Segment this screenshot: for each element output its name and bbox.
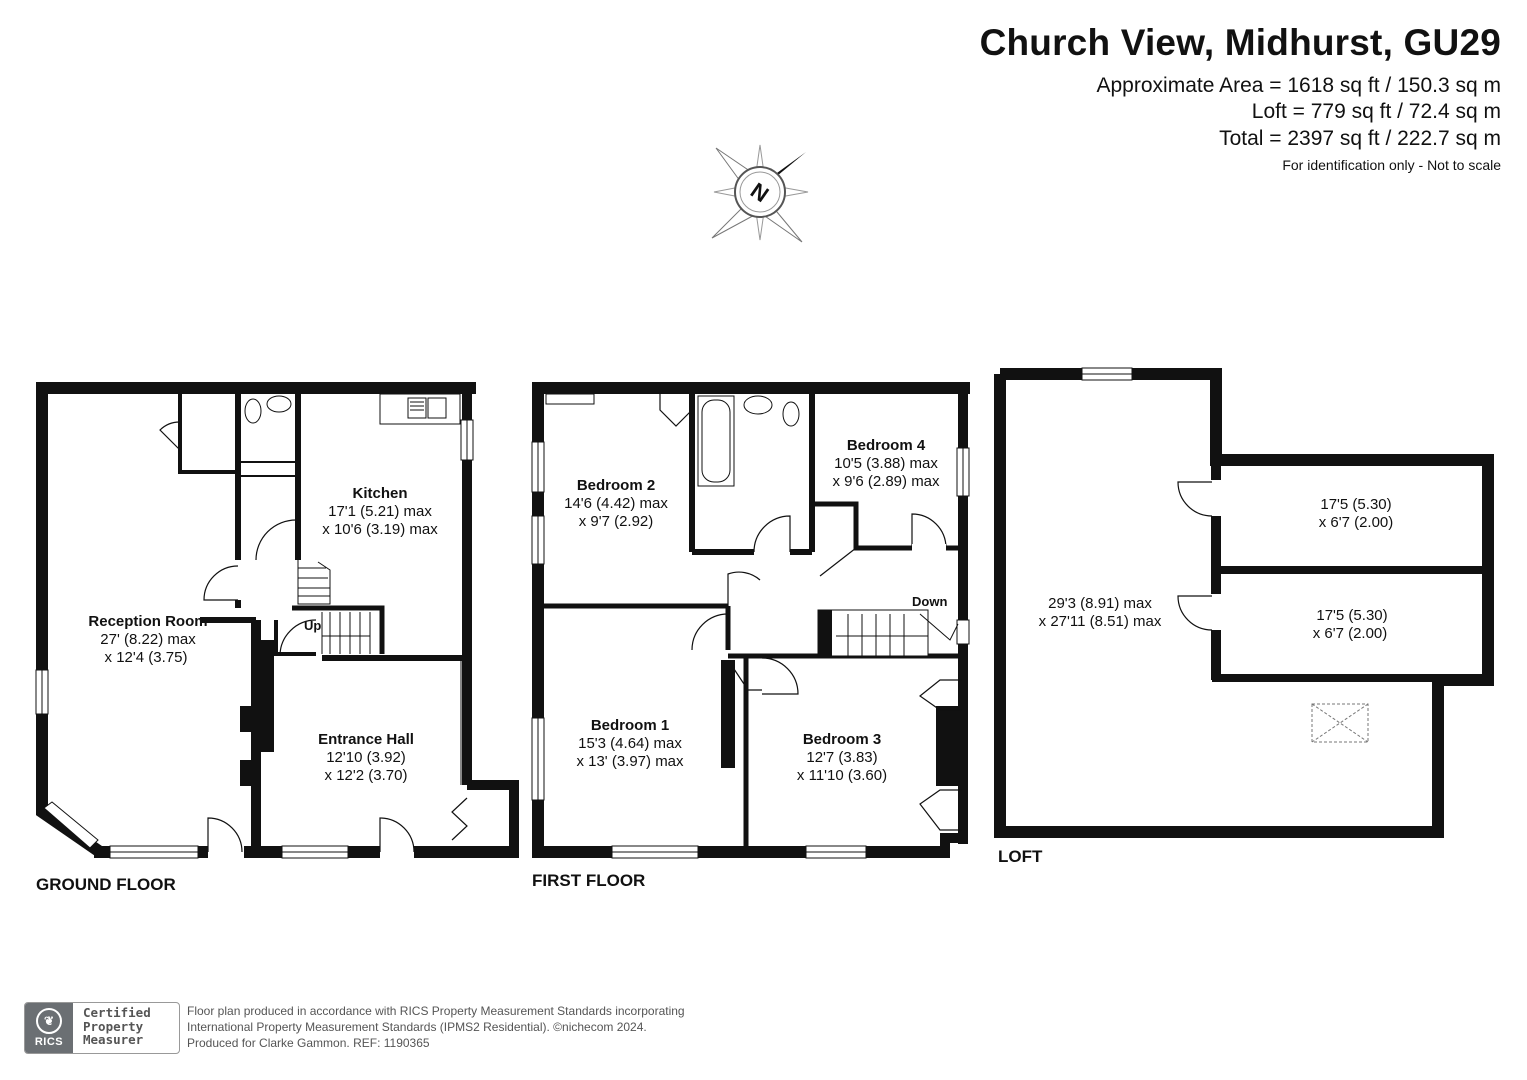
scale-note: For identification only - Not to scale [1282, 157, 1501, 173]
kitchen-name: Kitchen [352, 485, 407, 502]
stairs-down-label: Down [912, 594, 947, 609]
footer-line-1: Floor plan produced in accordance with R… [187, 1004, 685, 1018]
bedroom-2-dim1: 14'6 (4.42) max [564, 495, 668, 512]
loft-room-a-dim1: 17'5 (5.30) [1320, 496, 1391, 513]
first-floor-plan [531, 382, 970, 859]
loft-area: Loft = 779 sq ft / 72.4 sq m [1251, 100, 1501, 123]
reception-room-dim2: x 12'4 (3.75) [105, 649, 188, 666]
bedroom-1-dim2: x 13' (3.97) max [576, 753, 684, 770]
bedroom-3-name: Bedroom 3 [803, 731, 881, 748]
loft-room-b-dim1: 17'5 (5.30) [1316, 607, 1387, 624]
bedroom-1-dim1: 15'3 (4.64) max [578, 735, 682, 752]
total-area: Total = 2397 sq ft / 222.7 sq m [1219, 127, 1501, 150]
cert-line-3: Measurer [83, 1032, 144, 1047]
footer-line-3: Produced for Clarke Gammon. REF: 1190365 [187, 1036, 430, 1050]
bedroom-1-name: Bedroom 1 [591, 717, 669, 734]
loft-room-b-dim2: x 6'7 (2.00) [1313, 625, 1388, 642]
bedroom-2-name: Bedroom 2 [577, 477, 655, 494]
loft-label: LOFT [998, 847, 1043, 866]
cert-line-1: Certified [83, 1005, 151, 1020]
bedroom-3-dim2: x 11'10 (3.60) [797, 767, 887, 784]
approximate-area: Approximate Area = 1618 sq ft / 150.3 sq… [1096, 74, 1502, 97]
reception-room-dim1: 27' (8.22) max [100, 631, 196, 648]
certified-text: Certified Property Measurer [73, 1003, 151, 1053]
bedroom-4-name: Bedroom 4 [847, 437, 926, 454]
bedroom-4-dim2: x 9'6 (2.89) max [832, 473, 940, 490]
rics-emblem-icon: ❦ [36, 1008, 62, 1034]
footer-text: Floor plan produced in accordance with R… [187, 1003, 685, 1051]
kitchen-dim1: 17'1 (5.21) max [328, 503, 432, 520]
compass-icon: N [711, 144, 809, 243]
bedroom-3-dim1: 12'7 (3.83) [806, 749, 877, 766]
entrance-hall-name: Entrance Hall [318, 731, 414, 748]
rics-certified-badge: ❦ RICS Certified Property Measurer [24, 1002, 180, 1054]
cert-line-2: Property [83, 1018, 144, 1034]
ground-floor-label: GROUND FLOOR [36, 875, 176, 894]
footer-line-2: International Property Measurement Stand… [187, 1020, 647, 1034]
bedroom-4-dim1: 10'5 (3.88) max [834, 455, 938, 472]
loft-main-dim2: x 27'11 (8.51) max [1039, 613, 1162, 630]
reception-room-name: Reception Room [88, 613, 207, 630]
ground-floor-plan [35, 382, 519, 859]
first-floor-label: FIRST FLOOR [532, 871, 645, 890]
loft-room-a-dim2: x 6'7 (2.00) [1319, 514, 1394, 531]
loft-main-dim1: 29'3 (8.91) max [1048, 595, 1152, 612]
stairs-up-label: Up [304, 618, 321, 633]
property-title: Church View, Midhurst, GU29 [979, 22, 1501, 63]
loft-plan [994, 367, 1494, 838]
entrance-hall-dim1: 12'10 (3.92) [326, 749, 406, 766]
rics-logo-text: RICS [34, 1036, 64, 1048]
kitchen-dim2: x 10'6 (3.19) max [322, 521, 438, 538]
bedroom-2-dim2: x 9'7 (2.92) [579, 513, 654, 530]
rics-logo: ❦ RICS [25, 1003, 73, 1053]
entrance-hall-dim2: x 12'2 (3.70) [325, 767, 408, 784]
